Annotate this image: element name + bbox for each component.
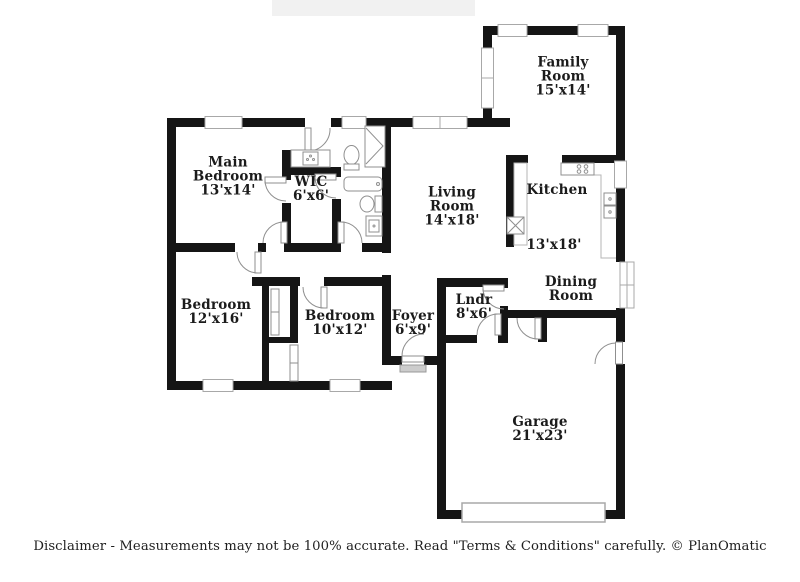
windows: [202, 24, 627, 392]
bathtub: [343, 176, 383, 192]
shower: [364, 125, 386, 168]
door-leaf: [280, 221, 288, 244]
room-name: Foyer: [391, 308, 435, 325]
room-label-kitchen: Kitchen: [512, 182, 602, 199]
toilet-tank: [343, 163, 360, 171]
room-dims: 21'x23': [512, 428, 568, 444]
room-name: Lndr: [455, 292, 493, 309]
room-label-bedroom-10x12: Bedroom 10'x12': [295, 308, 385, 338]
window: [329, 379, 361, 392]
door-leaf: [304, 127, 312, 152]
room-name: Kitchen: [526, 182, 588, 199]
window: [341, 116, 367, 129]
door-arc: [302, 286, 325, 309]
door-arc: [482, 287, 505, 310]
door-arc: [236, 251, 259, 274]
door-leaf: [482, 284, 505, 292]
bathroom-fixtures: [290, 125, 386, 237]
room-label-dining-room: Dining Room: [536, 274, 606, 304]
toilet-tank: [374, 195, 383, 213]
door-arc: [262, 221, 285, 244]
room-label-family-room: Family Room 15'x14': [521, 56, 605, 97]
room-dims: 10'x12': [312, 322, 368, 338]
room-name: Garage: [512, 414, 568, 431]
door-arc: [314, 176, 337, 199]
garage-door: [461, 502, 606, 523]
room-dims: 13'x14': [200, 181, 256, 198]
door-arc: [516, 317, 539, 340]
window: [577, 24, 609, 37]
sliding-glass-door: [619, 261, 635, 309]
room-label-laundry: Lndr 8'x6': [444, 292, 504, 322]
room-name: Dining Room: [544, 274, 598, 304]
front-door-leaf: [401, 355, 425, 363]
closet-slider: [289, 362, 299, 382]
door-leaf: [320, 286, 328, 309]
closet-slider: [270, 288, 280, 313]
vanity-sink: [302, 151, 319, 166]
room-label-foyer: Foyer 6'x9': [381, 308, 445, 338]
toilet: [343, 145, 360, 165]
room-name: Living Room: [427, 184, 477, 215]
door-arc: [476, 313, 499, 336]
door-leaf: [254, 251, 262, 274]
room-name: Bedroom: [304, 308, 376, 325]
room-dims: 14'x18': [424, 211, 480, 228]
closet-slider: [270, 311, 280, 336]
door-leaf: [615, 341, 623, 365]
room-dims: 6'x6': [292, 188, 330, 204]
room-label-wic: WIC 6'x6': [281, 174, 341, 204]
room-label-living-room: Living Room 14'x18': [417, 186, 487, 227]
door-arc: [340, 221, 363, 244]
room-name: Family Room: [537, 54, 589, 85]
window: [497, 24, 528, 37]
disclaimer-text: Disclaimer - Measurements may not be 100…: [33, 539, 767, 554]
toilet: [359, 195, 375, 213]
room-dims: 13'x18': [526, 237, 582, 254]
redacted-watermark-box: [272, 0, 475, 16]
room-name: Main Bedroom: [192, 154, 264, 185]
door-arc: [594, 342, 617, 365]
room-dims: 15'x14': [535, 81, 591, 98]
room-label-kitchen-dims: 13'x18': [509, 237, 599, 254]
room-label-main-bedroom: Main Bedroom 13'x14': [186, 156, 270, 197]
room-dims: 8'x6': [455, 306, 493, 322]
room-dims: 6'x9': [394, 322, 432, 338]
front-door-arc: [401, 333, 425, 357]
room-label-garage: Garage 21'x23': [495, 414, 585, 444]
room-name: WIC: [294, 174, 328, 191]
kitchen-fixtures: [506, 162, 617, 259]
door-leaf: [534, 317, 542, 340]
closet-slider: [289, 344, 299, 364]
window: [204, 116, 243, 129]
window: [614, 160, 627, 189]
window: [202, 379, 234, 392]
walls: [167, 26, 625, 519]
room-label-bedroom-12x16: Bedroom 12'x16': [171, 297, 261, 327]
door-arc: [264, 179, 287, 202]
room-name: Bedroom: [180, 297, 252, 314]
door-leaf: [337, 221, 345, 244]
closet-doors: [270, 288, 299, 382]
front-door-threshold: [399, 364, 427, 373]
door-swings: [236, 127, 623, 365]
room-dims: 12'x16': [188, 311, 244, 327]
